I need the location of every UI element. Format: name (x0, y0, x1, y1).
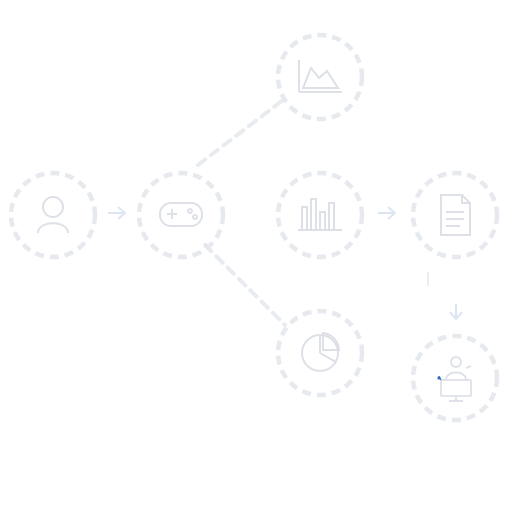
node-person-monitor (410, 333, 500, 423)
document-icon (440, 194, 471, 236)
bar-chart-icon (298, 198, 342, 231)
connector-gamepad-to-area-chart (196, 98, 285, 167)
gamepad-icon (159, 202, 203, 227)
arrow-user-to-gamepad (108, 206, 127, 220)
node-document (410, 170, 500, 260)
node-user (8, 170, 98, 260)
connector-gamepad-to-pie-chart (203, 243, 287, 327)
node-pie-chart (275, 308, 365, 398)
arrow-bar-chart-to-document (378, 206, 397, 220)
person-at-monitor-icon (440, 356, 472, 402)
node-gamepad (136, 170, 226, 260)
node-bar-chart (275, 170, 365, 260)
accent-mark (438, 375, 442, 381)
user-icon (37, 196, 69, 234)
node-area-chart (275, 32, 365, 122)
pie-chart-icon (301, 331, 341, 372)
area-chart-icon (298, 60, 342, 93)
arrow-document-to-person-monitor (427, 272, 463, 321)
